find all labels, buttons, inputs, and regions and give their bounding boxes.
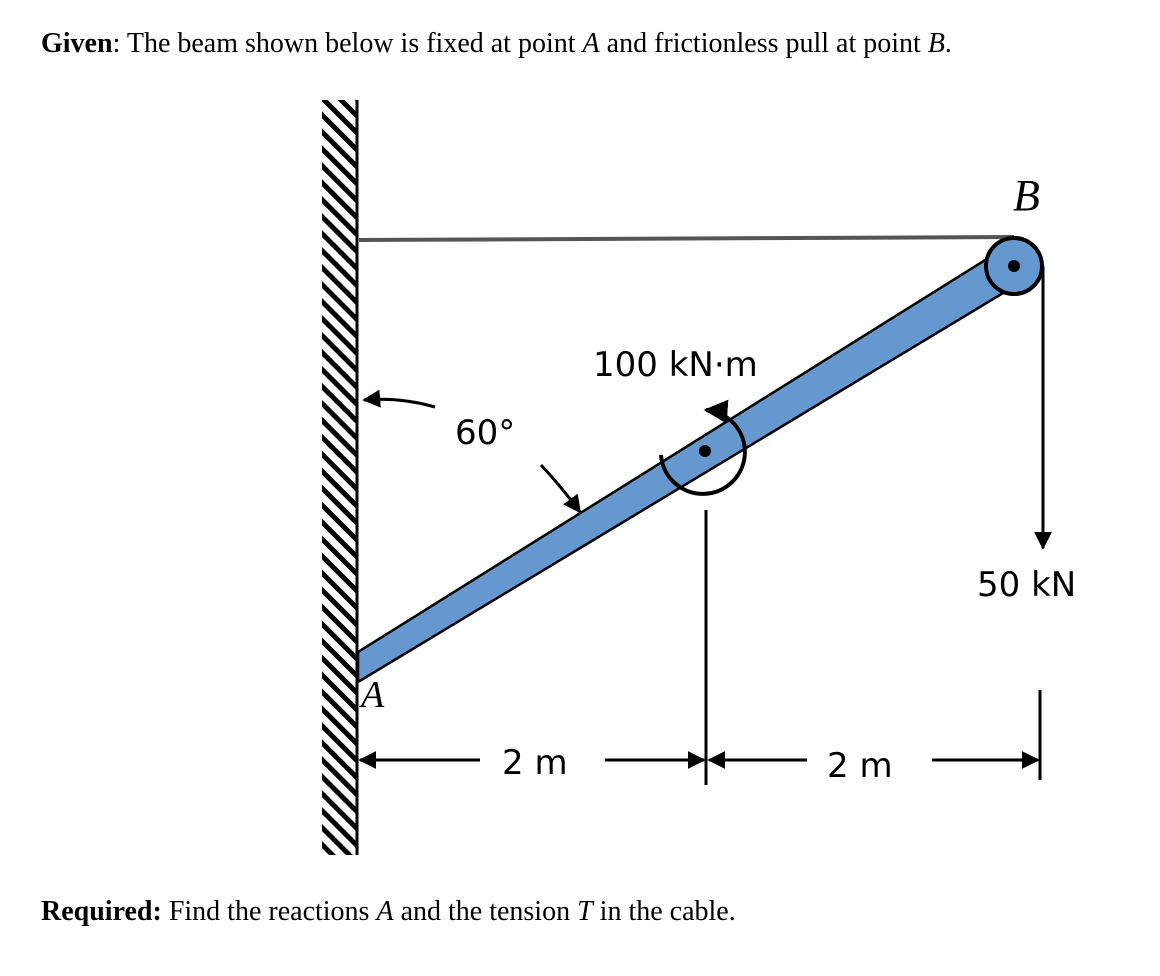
pulley-b — [984, 236, 1044, 296]
force-label: 50 kN — [977, 565, 1076, 605]
given-text-3: . — [944, 28, 952, 59]
required-label: Required: — [41, 896, 162, 927]
given-statement: Given: The beam shown below is fixed at … — [41, 28, 952, 60]
required-text-2: and the tension — [393, 896, 578, 927]
required-text-1: Find the reactions — [161, 896, 377, 927]
given-point-a: A — [582, 28, 600, 59]
required-var-t: T — [577, 896, 593, 927]
moment-label: 100 kN·m — [593, 345, 758, 385]
required-text-3: in the cable. — [592, 896, 736, 927]
given-text-1: : The beam shown below is fixed at point — [112, 28, 583, 59]
angle-arrow-lower — [539, 463, 582, 514]
moment-pin-icon — [699, 445, 711, 457]
required-var-a: A — [376, 896, 394, 927]
point-a-label: A — [358, 674, 385, 716]
angle-label: 60° — [455, 413, 515, 453]
horizontal-cable — [358, 235, 1015, 242]
dim-right-label: 2 m — [827, 746, 893, 786]
wall-hatch — [322, 100, 356, 855]
moment-symbol — [659, 399, 747, 496]
dim-left-label: 2 m — [502, 743, 568, 783]
given-label: Given — [41, 28, 113, 59]
fixed-wall — [322, 100, 359, 855]
point-b-label: B — [1013, 171, 1040, 220]
given-text-2: and frictionless pull at point — [599, 28, 928, 59]
given-point-b: B — [927, 28, 945, 59]
pulley-pin-icon — [1008, 260, 1020, 272]
required-statement: Required: Find the reactions A and the t… — [41, 896, 736, 928]
moment-arrow-icon — [659, 399, 747, 496]
beam — [356, 250, 1020, 685]
angle-arrow-upper — [362, 389, 436, 409]
